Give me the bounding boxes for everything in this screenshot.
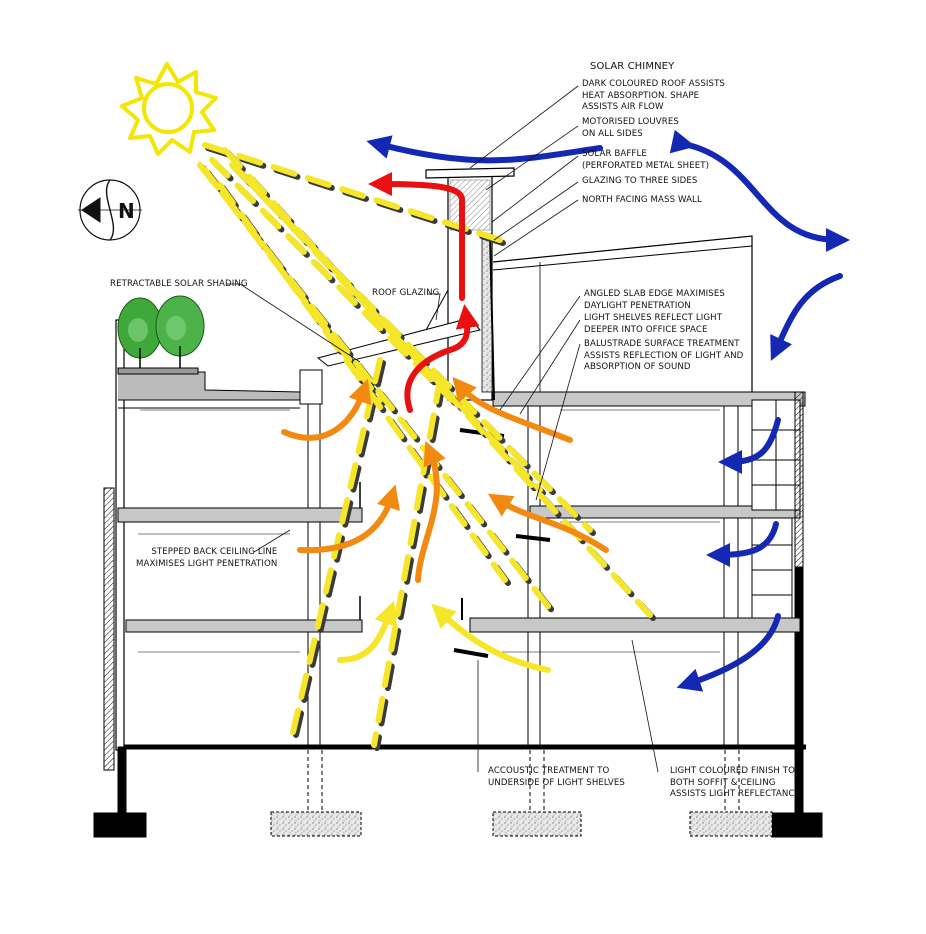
building-structure bbox=[93, 167, 823, 838]
label-acoustic: ACCOUSTIC TREATMENT TO UNDERSIDE OF LIGH… bbox=[488, 766, 625, 788]
label-stepped-ceiling: STEPPED BACK CEILING LINE MAXIMISES LIGH… bbox=[136, 547, 278, 569]
label-solar-baffle: SOLAR BAFFLE (PERFORATED METAL SHEET) bbox=[582, 149, 710, 171]
label-motorised-louvres: MOTORISED LOUVRES ON ALL SIDES bbox=[582, 117, 679, 139]
leader-lines bbox=[226, 85, 659, 773]
label-light-finish: LIGHT COLOURED FINISH TO BOTH SOFFIT & C… bbox=[670, 766, 801, 799]
label-dark-roof: DARK COLOURED ROOF ASSISTS HEAT ABSORPTI… bbox=[582, 79, 725, 112]
label-angled-slab: ANGLED SLAB EDGE MAXIMISES DAYLIGHT PENE… bbox=[584, 289, 725, 311]
label-balustrade: BALUSTRADE SURFACE TREATMENT ASSISTS REF… bbox=[584, 339, 744, 372]
label-north-mass-wall: NORTH FACING MASS WALL bbox=[582, 195, 702, 205]
daylight-rays bbox=[197, 142, 656, 751]
label-glazing-three-sides: GLAZING TO THREE SIDES bbox=[582, 176, 698, 186]
tree-icon bbox=[117, 295, 205, 368]
label-retractable-shading: RETRACTABLE SOLAR SHADING bbox=[110, 279, 248, 289]
sun-icon bbox=[120, 62, 218, 156]
label-light-shelves: LIGHT SHELVES REFLECT LIGHT DEEPER INTO … bbox=[584, 313, 723, 335]
label-solar-chimney: SOLAR CHIMNEY bbox=[590, 61, 675, 72]
label-roof-glazing: ROOF GLAZING bbox=[372, 288, 440, 298]
air-flow-arrows bbox=[281, 129, 850, 692]
north-letter: N bbox=[118, 199, 135, 223]
north-compass-icon bbox=[78, 179, 142, 241]
